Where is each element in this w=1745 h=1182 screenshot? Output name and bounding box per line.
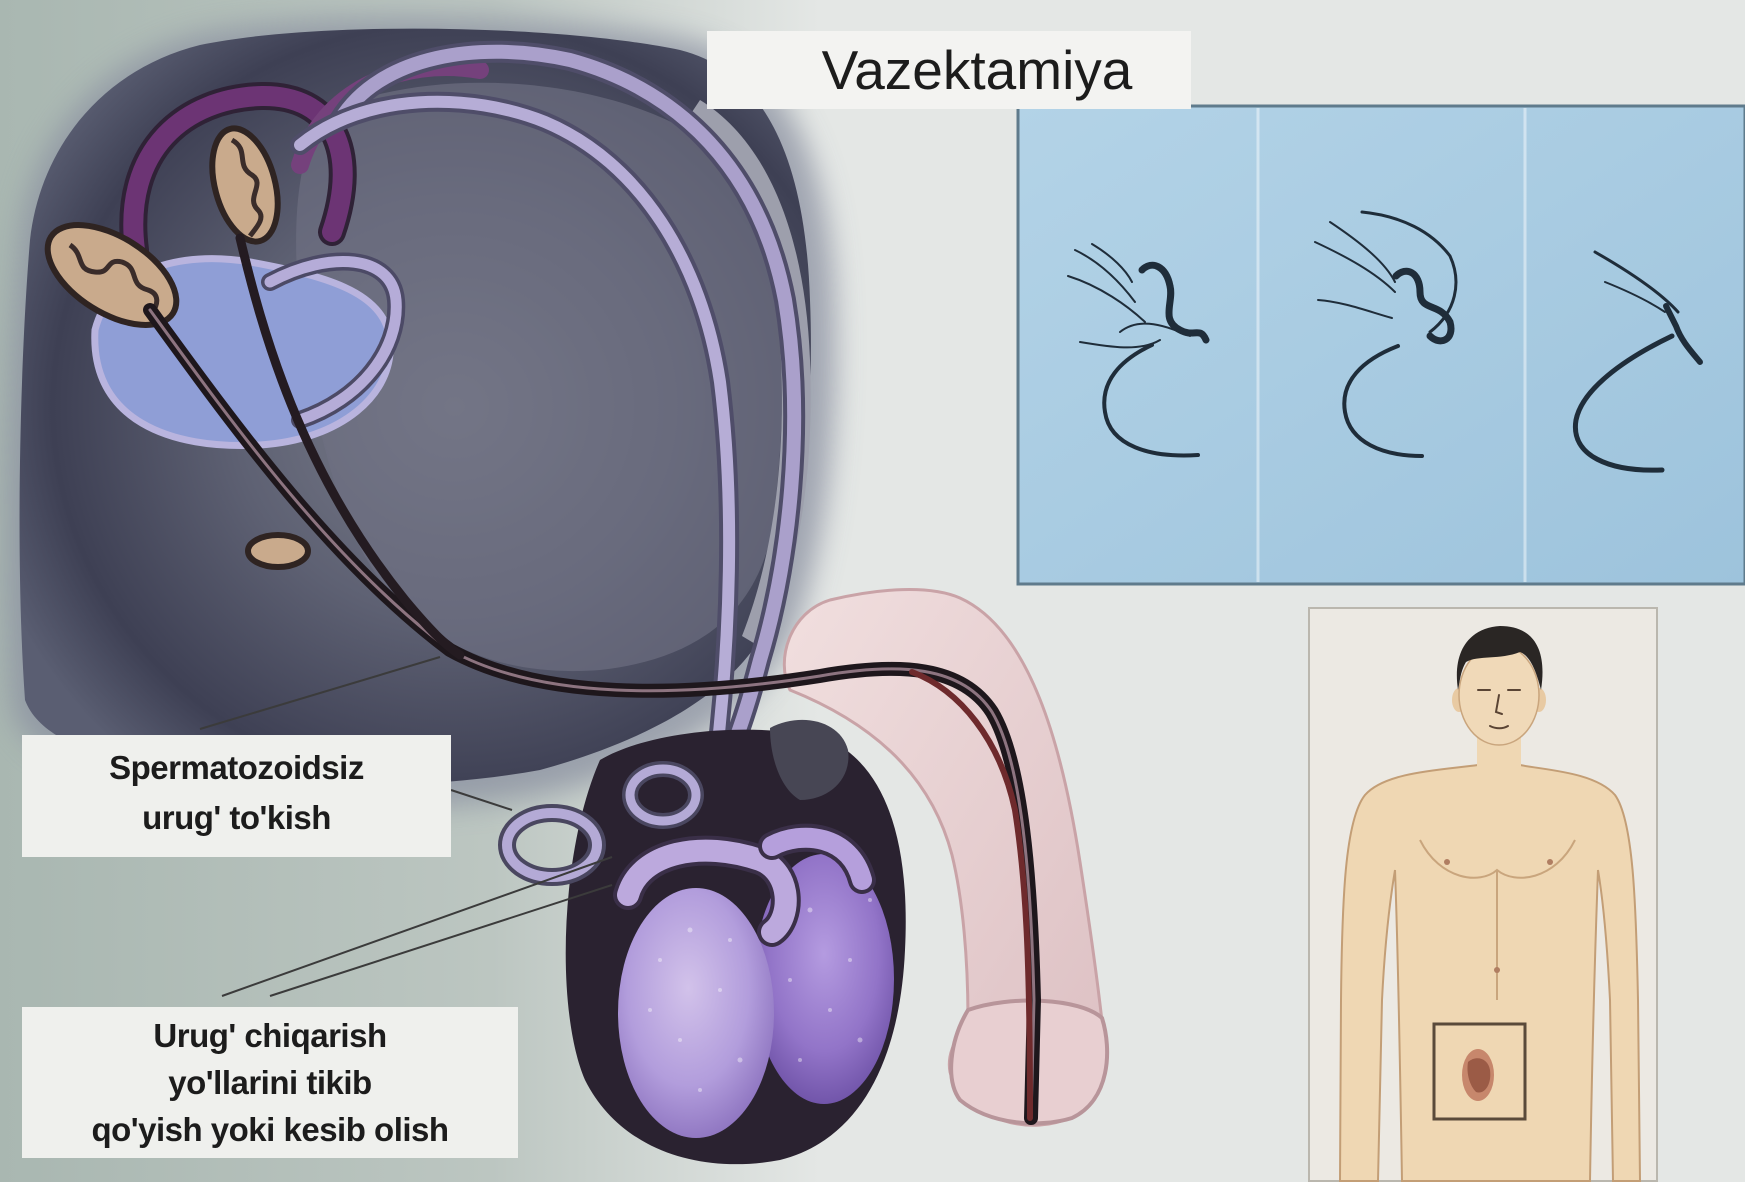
label-line: Urug' chiqarish xyxy=(22,1012,518,1059)
nipple-right xyxy=(1547,859,1553,865)
navel xyxy=(1494,967,1500,973)
label-duct-ligation: Urug' chiqarish yo'llarini tikib qo'yish… xyxy=(22,1007,518,1158)
page-title: Vazektamiya xyxy=(707,31,1191,109)
label-line: Spermatozoidsiz xyxy=(22,743,451,793)
label-line: urug' to'kish xyxy=(22,793,451,843)
ejaculatory-gland xyxy=(248,535,308,567)
testis-left xyxy=(618,888,774,1138)
surgery-sketch-panel xyxy=(1018,106,1745,584)
nipple-left xyxy=(1444,859,1450,865)
label-line: qo'yish yoki kesib olish xyxy=(22,1106,518,1153)
body-figure-panel xyxy=(1309,608,1657,1181)
label-ejaculation-without-sperm: Spermatozoidsiz urug' to'kish xyxy=(22,735,451,857)
label-line: yo'llarini tikib xyxy=(22,1059,518,1106)
sketch-panel-background xyxy=(1018,106,1745,584)
